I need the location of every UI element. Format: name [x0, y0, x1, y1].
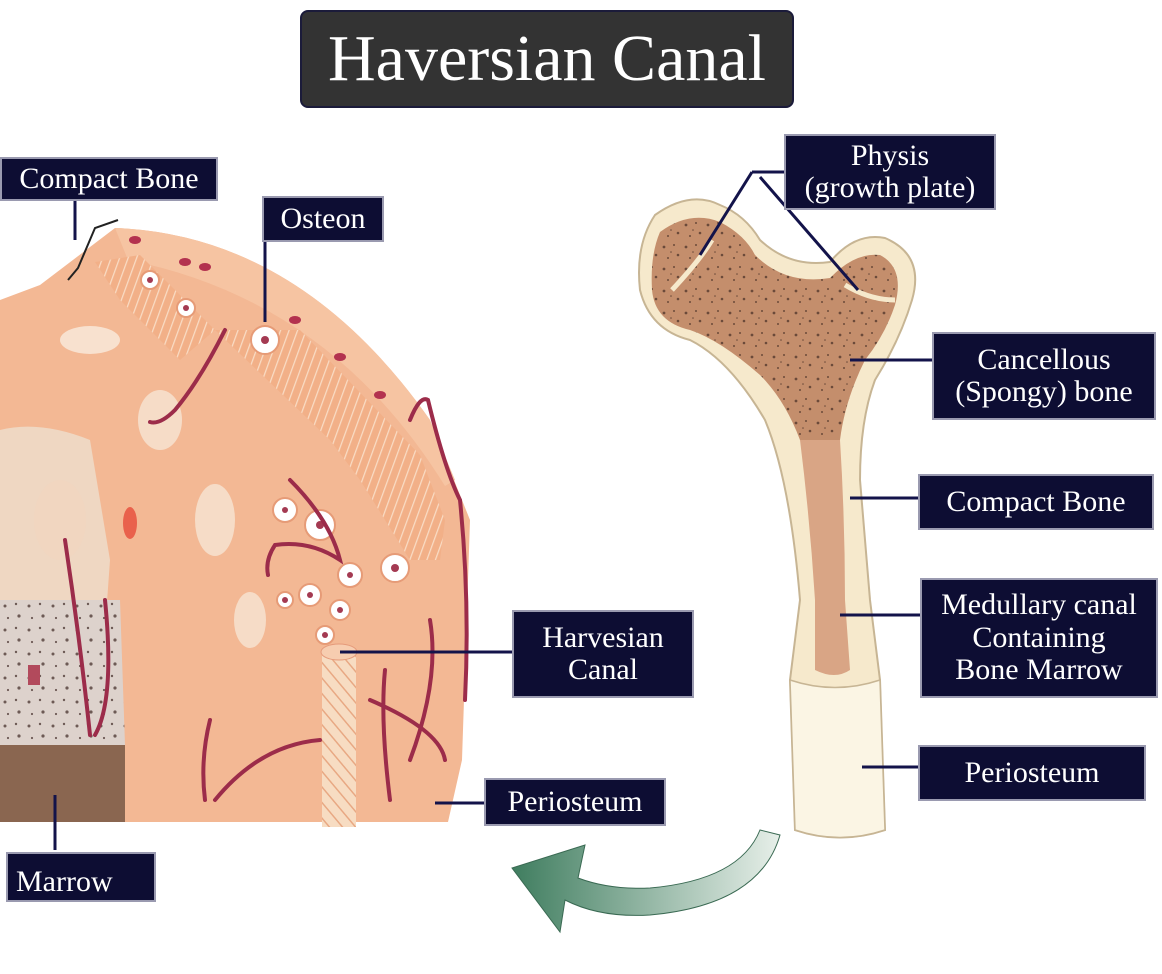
title-box: Haversian Canal [300, 10, 794, 108]
osteon-label: Osteon [262, 196, 384, 242]
periosteum-label-left: Periosteum [484, 778, 666, 826]
leader-lines [53, 170, 932, 850]
cancellous-bone-label: Cancellous (Spongy) bone [932, 332, 1156, 420]
page-title: Haversian Canal [328, 22, 766, 95]
medullary-canal-label: Medullary canal Containing Bone Marrow [920, 578, 1158, 698]
marrow-label: Marrow [6, 852, 156, 902]
compact-bone-label-right: Compact Bone [918, 474, 1154, 530]
periosteum-label-right: Periosteum [918, 745, 1146, 801]
harvesian-canal-label: Harvesian Canal [512, 610, 694, 698]
long-bone-illustration [638, 198, 917, 839]
bone-section-illustration [0, 219, 470, 827]
curved-arrow [511, 829, 781, 934]
compact-bone-label-left: Compact Bone [0, 157, 218, 201]
physis-label: Physis (growth plate) [784, 134, 996, 210]
